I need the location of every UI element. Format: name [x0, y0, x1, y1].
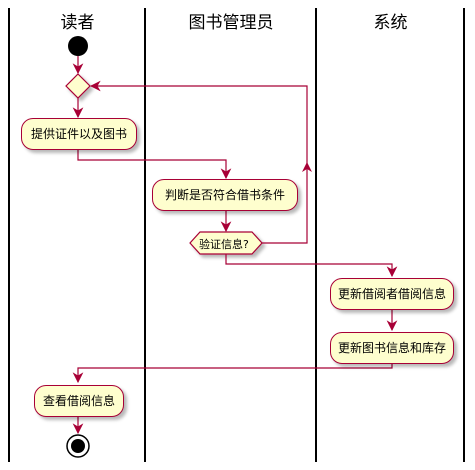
action-view-info: 查看借阅信息: [34, 385, 124, 417]
flow-provide-to-judge: [77, 150, 232, 180]
lane-title-reader: 读者: [60, 13, 95, 33]
decision-verify-label: 验证信息?: [199, 238, 249, 251]
action-provide-docs: 提供证件以及图书: [21, 118, 137, 150]
loop-mid-arrow: [302, 162, 312, 172]
action-update-borrower: 更新借阅者借阅信息: [330, 278, 454, 310]
flow-loop-back: [89, 80, 308, 244]
flow-decision-to-update: [225, 254, 398, 278]
action-update-book: 更新图书信息和库存: [330, 332, 454, 364]
start-node: [68, 36, 88, 56]
action-judge: 判断是否符合借书条件: [152, 179, 298, 211]
decision-verify: [189, 231, 263, 255]
flow-book-to-view: [72, 364, 393, 384]
lane-title-librarian: 图书管理员: [188, 13, 274, 33]
merge-diamond: [65, 73, 91, 99]
end-node-ring: [66, 434, 90, 458]
end-node: [71, 439, 85, 453]
lane-title-system: 系统: [373, 13, 408, 33]
